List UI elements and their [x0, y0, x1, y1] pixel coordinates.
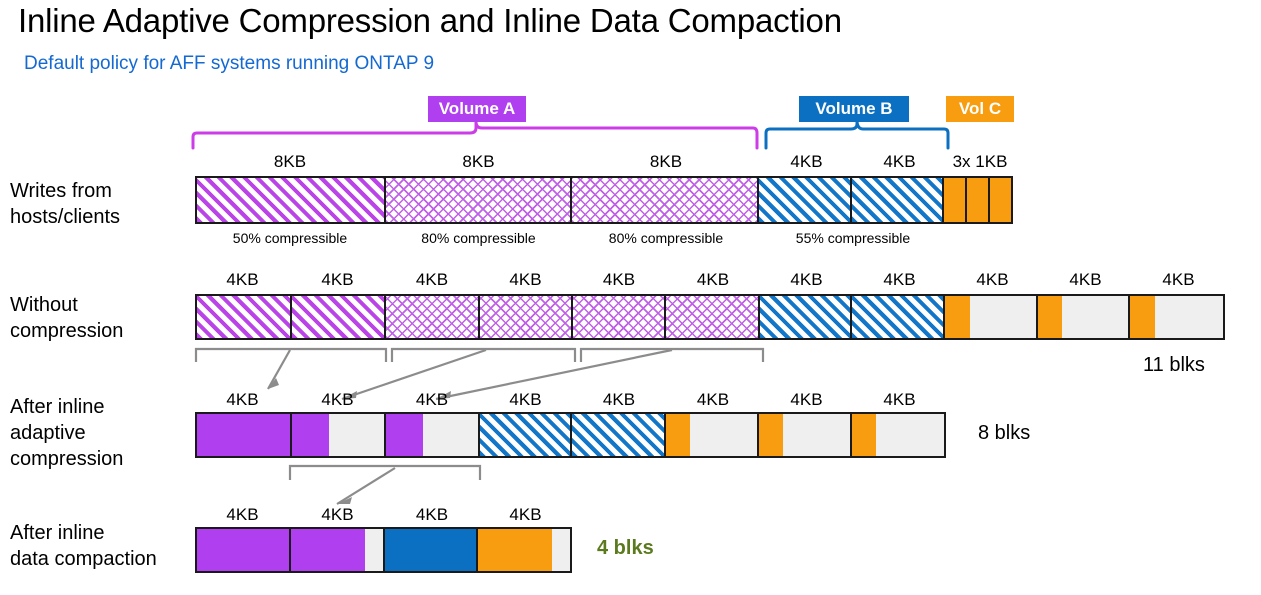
- row-label-line: Without: [10, 294, 78, 316]
- size-caption: 4KB: [790, 390, 823, 409]
- bar-writes-from-hosts: [195, 176, 1013, 224]
- block: [967, 178, 991, 222]
- volume-tag-a-label: Volume A: [438, 99, 516, 118]
- block: [385, 529, 479, 571]
- size-caption: 4KB: [321, 505, 354, 524]
- compressibility-caption: 50% compressible: [232, 230, 348, 246]
- size-caption: 4KB: [321, 270, 354, 289]
- size-caption: 4KB: [602, 390, 636, 409]
- size-caption: 4KB: [415, 270, 449, 289]
- row-label-line: data compaction: [10, 548, 157, 570]
- size-caption: 4KB: [415, 390, 449, 409]
- block: [944, 178, 968, 222]
- block: [666, 296, 760, 338]
- size-caption: 4KB: [226, 390, 259, 409]
- row-label-line: hosts/clients: [10, 206, 121, 228]
- block: [851, 178, 945, 222]
- compressibility-caption: 55% compressible: [795, 230, 911, 246]
- volume-tag-b-label: Volume B: [815, 99, 893, 118]
- block: [572, 178, 760, 222]
- size-caption: 4KB: [790, 270, 823, 289]
- row-label-without-compression: Without compression: [10, 292, 123, 344]
- size-caption: 4KB: [790, 152, 823, 171]
- block: [479, 414, 572, 456]
- block-count-after-inline-adaptive-compression: 8 blks: [978, 422, 1031, 444]
- volume-span-brackets: [191, 119, 950, 150]
- compression-mapping-arrows-row2: [194, 347, 765, 401]
- block: [990, 178, 1011, 222]
- size-caption: 4KB: [1162, 270, 1195, 289]
- block: [386, 414, 480, 456]
- block: [386, 296, 480, 338]
- block: [852, 296, 946, 338]
- size-caption: 4KB: [415, 505, 449, 524]
- volume-tag-c-label: Vol C: [958, 99, 1002, 118]
- size-caption: 4KB: [883, 390, 916, 409]
- volume-tag-a: Volume A: [428, 96, 526, 122]
- block: [759, 296, 853, 338]
- block-count-without-compression: 11 blks: [1143, 354, 1205, 376]
- block: [197, 178, 387, 222]
- size-caption: 4KB: [321, 390, 354, 409]
- block: [1037, 296, 1131, 338]
- block: [572, 414, 666, 456]
- row-label-writes-from-hosts: Writes from hosts/clients: [10, 178, 120, 230]
- size-caption: 4KB: [509, 390, 542, 409]
- compressibility-caption: 80% compressible: [421, 230, 536, 246]
- page-subtitle: Default policy for AFF systems running O…: [24, 53, 435, 74]
- size-caption: 4KB: [226, 505, 259, 524]
- row-label-line: compression: [10, 320, 124, 342]
- size-caption: 4KB: [883, 270, 916, 289]
- row-label-line: adaptive: [10, 422, 86, 444]
- size-caption: 4KB: [696, 390, 730, 409]
- size-caption: 8KB: [273, 152, 307, 171]
- size-caption: 4KB: [696, 270, 730, 289]
- block-count-after-inline-data-compaction: 4 blks: [597, 537, 654, 559]
- block: [291, 529, 385, 571]
- page-title: Inline Adaptive Compression and Inline D…: [18, 2, 842, 39]
- compaction-mapping-arrow-row3: [288, 464, 482, 505]
- size-caption: 4KB: [883, 152, 916, 171]
- block: [759, 414, 852, 456]
- size-caption: 4KB: [976, 270, 1009, 289]
- size-caption: 4KB: [226, 270, 259, 289]
- row-label-line: After inline: [10, 522, 105, 544]
- row-label-line: After inline: [10, 396, 105, 418]
- bar-without-compression: [195, 294, 1225, 340]
- block: [197, 296, 292, 338]
- size-caption: 4KB: [1069, 270, 1102, 289]
- row-label-line: compression: [10, 448, 124, 470]
- block: [1130, 296, 1223, 338]
- block: [572, 296, 667, 338]
- compressibility-caption: 80% compressible: [608, 230, 724, 246]
- block: [386, 178, 573, 222]
- volume-tag-b: Volume B: [799, 96, 909, 122]
- block: [479, 296, 573, 338]
- row-label-after-inline-adaptive-compression: After inline adaptive compression: [10, 394, 123, 472]
- block: [759, 178, 852, 222]
- block: [851, 414, 944, 456]
- size-caption: 4KB: [509, 505, 542, 524]
- size-caption: 8KB: [462, 152, 495, 171]
- block: [665, 414, 759, 456]
- block: [478, 529, 571, 571]
- size-caption: 4KB: [509, 270, 542, 289]
- row-label-line: Writes from: [10, 180, 112, 202]
- bar-after-inline-data-compaction: [195, 527, 572, 573]
- size-caption: 3x 1KB: [952, 152, 1008, 171]
- size-caption: 4KB: [602, 270, 636, 289]
- block: [945, 296, 1038, 338]
- size-caption: 8KB: [649, 152, 683, 171]
- block: [197, 529, 291, 571]
- block: [291, 296, 387, 338]
- row-label-after-inline-data-compaction: After inline data compaction: [10, 520, 157, 572]
- bar-after-inline-adaptive-compression: [195, 412, 946, 458]
- volume-tag-c: Vol C: [946, 96, 1014, 122]
- block: [197, 414, 292, 456]
- block: [291, 414, 386, 456]
